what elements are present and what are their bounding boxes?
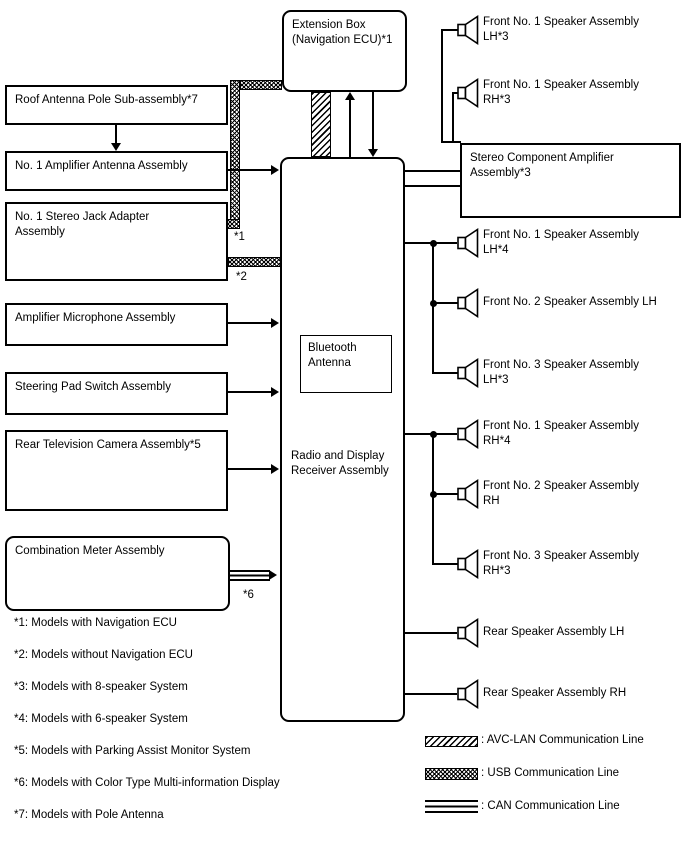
node-no1-amplifier-antenna: No. 1 Amplifier Antenna Assembly bbox=[5, 151, 228, 191]
arrowhead-right-icon bbox=[271, 165, 279, 175]
arrowhead-right-icon bbox=[269, 570, 277, 580]
connector-antenna-to-radio bbox=[228, 169, 273, 171]
radio-receiver-label: Radio and Display Receiver Assembly bbox=[291, 450, 389, 477]
speaker-icon bbox=[457, 419, 479, 449]
speaker-label-front2-rh: Front No. 2 Speaker Assembly RH bbox=[483, 480, 639, 507]
footnote-3: *3: Models with 8-speaker System bbox=[14, 681, 188, 693]
speaker-label-front1-rh4: Front No. 1 Speaker Assembly RH*4 bbox=[483, 420, 639, 447]
speaker-label-rear-rh: Rear Speaker Assembly RH bbox=[483, 687, 627, 699]
node-steering-pad-switch: Steering Pad Switch Assembly bbox=[5, 372, 228, 415]
connector-extension-to-radio-down bbox=[372, 92, 374, 149]
junction-dot bbox=[430, 491, 437, 498]
connector-roof-to-antenna bbox=[115, 125, 117, 145]
footnote-5: *5: Models with Parking Assist Monitor S… bbox=[14, 745, 251, 757]
speaker-icon bbox=[457, 479, 479, 509]
connector-amp-top-stub bbox=[441, 141, 461, 143]
speaker-label-front3-lh3: Front No. 3 Speaker Assembly LH*3 bbox=[483, 359, 639, 386]
speaker-label-front1-rh3: Front No. 1 Speaker Assembly RH*3 bbox=[483, 79, 639, 106]
connector-front3-rh-branch bbox=[432, 563, 458, 565]
connector-front3-lh-branch bbox=[432, 372, 458, 374]
node-no1-stereo-jack-adapter: No. 1 Stereo Jack Adapter Assembly bbox=[5, 202, 228, 281]
usb-line-jack-to-radio bbox=[228, 257, 282, 267]
speaker-icon bbox=[457, 288, 479, 318]
connector-microphone-to-radio bbox=[228, 322, 273, 324]
connector-front2-lh-branch bbox=[432, 302, 458, 304]
connector-front-rh-trunk bbox=[432, 433, 434, 565]
junction-dot bbox=[430, 431, 437, 438]
footnote-6: *6: Models with Color Type Multi-informa… bbox=[14, 777, 280, 789]
legend-avclan-label: : AVC-LAN Communication Line bbox=[481, 734, 644, 746]
connector-front2-rh-branch bbox=[432, 493, 458, 495]
node-roof-antenna-pole: Roof Antenna Pole Sub-assembly*7 bbox=[5, 85, 228, 125]
legend-can-label: : CAN Communication Line bbox=[481, 800, 620, 812]
connector-radio-to-amplifier-2 bbox=[405, 185, 460, 187]
speaker-icon bbox=[457, 78, 479, 108]
connector-radio-to-rear-lh bbox=[405, 632, 457, 634]
speaker-label-front2-lh: Front No. 2 Speaker Assembly LH bbox=[483, 296, 657, 308]
legend-usb-swatch bbox=[425, 768, 478, 780]
node-combination-meter: Combination Meter Assembly bbox=[5, 536, 230, 611]
line-marker-6: *6 bbox=[243, 589, 254, 601]
speaker-icon bbox=[457, 228, 479, 258]
arrowhead-up-icon bbox=[345, 92, 355, 100]
usb-line-extension-stub bbox=[226, 219, 240, 229]
legend-usb-label: : USB Communication Line bbox=[481, 767, 620, 779]
footnote-1: *1: Models with Navigation ECU bbox=[14, 617, 177, 629]
node-radio-display-receiver bbox=[280, 157, 405, 722]
speaker-label-front1-lh4: Front No. 1 Speaker Assembly LH*4 bbox=[483, 229, 639, 256]
arrowhead-right-icon bbox=[271, 464, 279, 474]
legend-avclan-swatch bbox=[425, 736, 478, 747]
connector-front-lh-trunk bbox=[432, 242, 434, 374]
arrowhead-right-icon bbox=[271, 387, 279, 397]
usb-line-extension-horizontal bbox=[240, 80, 282, 90]
speaker-icon bbox=[457, 549, 479, 579]
line-marker-2: *2 bbox=[236, 271, 247, 283]
junction-dot bbox=[430, 300, 437, 307]
speaker-icon bbox=[457, 15, 479, 45]
connector-radio-to-rear-rh bbox=[405, 693, 457, 695]
avclan-line-extension-to-radio bbox=[311, 92, 331, 157]
legend-can-swatch bbox=[425, 800, 478, 813]
node-bluetooth-antenna: Bluetooth Antenna bbox=[300, 335, 392, 393]
speaker-label-front1-lh3: Front No. 1 Speaker Assembly LH*3 bbox=[483, 16, 639, 43]
node-rear-television-camera: Rear Television Camera Assembly*5 bbox=[5, 430, 228, 511]
connector-steering-to-radio bbox=[228, 391, 273, 393]
junction-dot bbox=[430, 240, 437, 247]
connector-amp-to-front1-lh3-v bbox=[441, 29, 443, 143]
node-extension-box: Extension Box (Navigation ECU)*1 bbox=[282, 10, 407, 92]
node-amplifier-microphone: Amplifier Microphone Assembly bbox=[5, 303, 228, 346]
usb-line-extension-vertical bbox=[230, 80, 240, 229]
speaker-label-rear-lh: Rear Speaker Assembly LH bbox=[483, 626, 625, 638]
line-marker-1: *1 bbox=[234, 231, 245, 243]
speaker-icon bbox=[457, 679, 479, 709]
arrowhead-down-icon bbox=[368, 149, 378, 157]
speaker-icon bbox=[457, 618, 479, 648]
footnote-4: *4: Models with 6-speaker System bbox=[14, 713, 188, 725]
speaker-icon bbox=[457, 358, 479, 388]
footnote-7: *7: Models with Pole Antenna bbox=[14, 809, 164, 821]
node-stereo-component-amplifier: Stereo Component Amplifier Assembly*3 bbox=[460, 143, 681, 218]
can-line-meter-to-radio bbox=[230, 570, 270, 581]
connector-camera-to-radio bbox=[228, 468, 273, 470]
arrowhead-down-icon bbox=[111, 143, 121, 151]
speaker-label-front3-rh3: Front No. 3 Speaker Assembly RH*3 bbox=[483, 550, 639, 577]
connector-radio-to-extension-up bbox=[349, 100, 351, 157]
connector-amp-to-front1-rh3-v bbox=[452, 92, 454, 143]
footnote-2: *2: Models without Navigation ECU bbox=[14, 649, 193, 661]
connector-amp-to-front1-lh3-h bbox=[441, 29, 458, 31]
connector-radio-to-amplifier-1 bbox=[405, 170, 460, 172]
arrowhead-right-icon bbox=[271, 318, 279, 328]
connector-amp-to-front1-rh3-h bbox=[452, 92, 458, 94]
